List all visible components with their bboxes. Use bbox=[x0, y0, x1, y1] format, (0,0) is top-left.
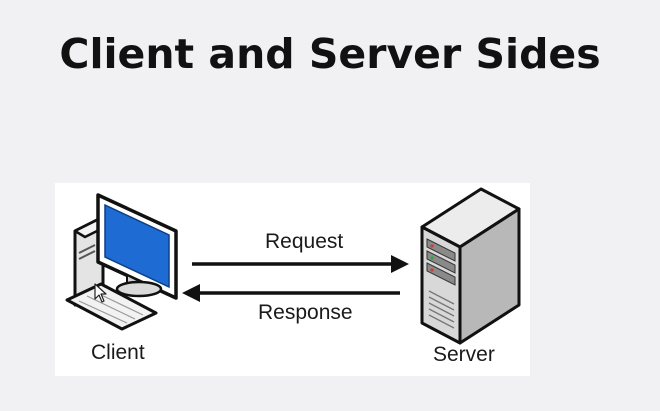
client-label: Client bbox=[91, 341, 145, 364]
mouse-pointer-icon bbox=[94, 283, 108, 308]
server-tower-icon bbox=[420, 187, 521, 345]
server-label: Server bbox=[433, 343, 495, 366]
slide-title: Client and Server Sides bbox=[59, 30, 601, 78]
client-server-diagram: Request Response Client Server bbox=[55, 183, 530, 376]
arrow-right-icon bbox=[192, 255, 409, 273]
request-label: Request bbox=[265, 230, 344, 253]
arrow-left-icon bbox=[182, 284, 400, 302]
response-label: Response bbox=[258, 301, 353, 324]
client-computer-icon bbox=[65, 193, 178, 331]
